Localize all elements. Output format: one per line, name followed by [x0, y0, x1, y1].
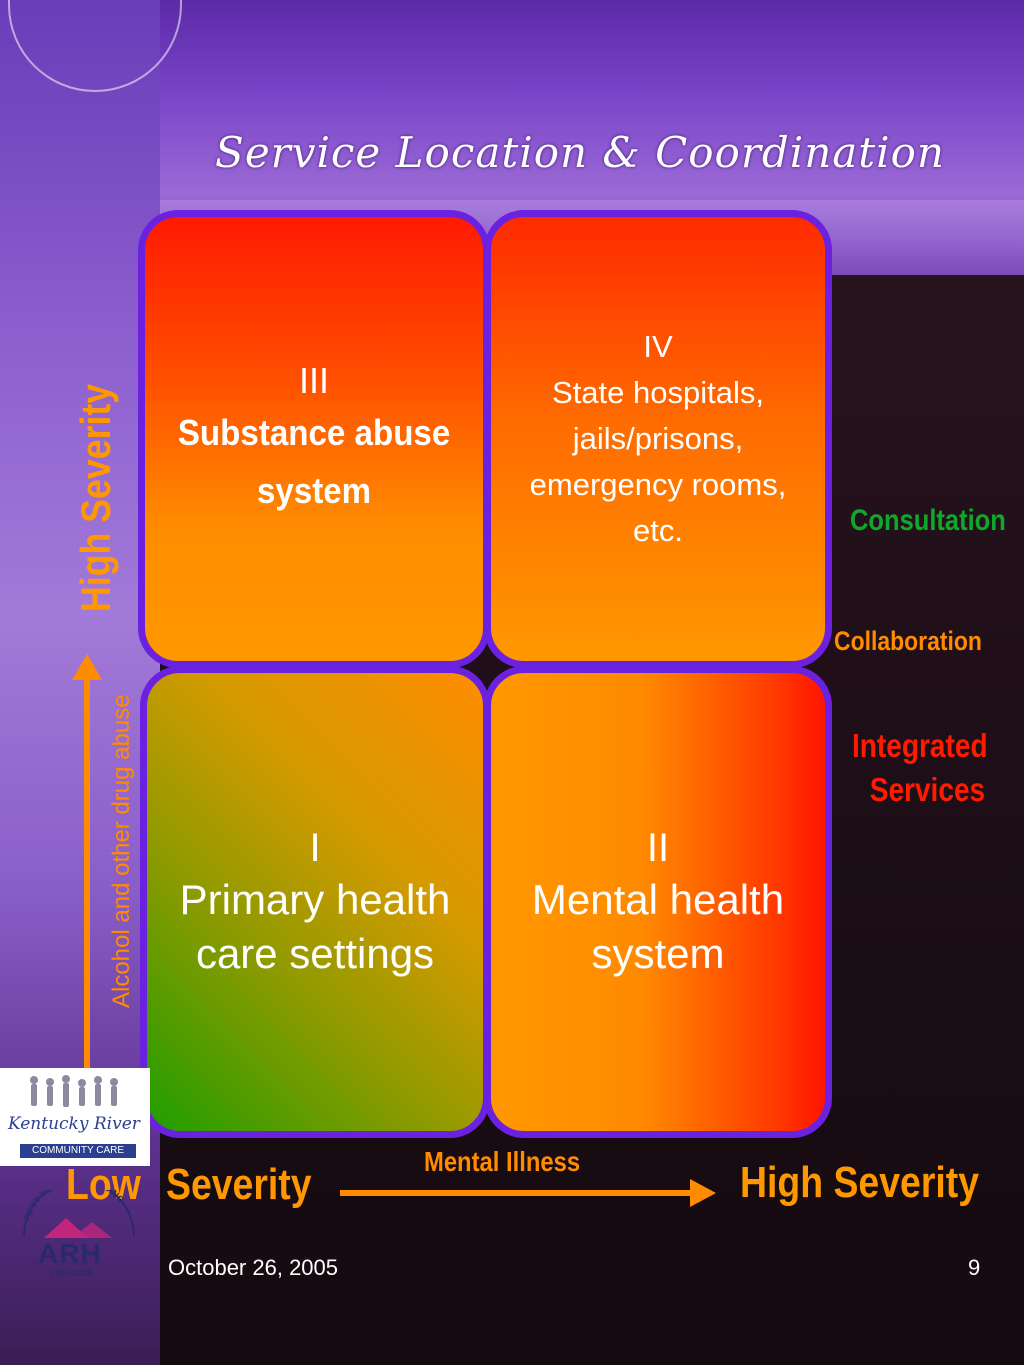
- quadrant-ii-numeral: II: [646, 826, 670, 870]
- quadrant-iv-line3: emergency rooms,: [529, 467, 787, 502]
- quadrant-ii-line2: system: [591, 930, 725, 977]
- community-care-banner: COMMUNITY CARE: [20, 1144, 136, 1158]
- x-axis-low-severity: Severity: [166, 1160, 312, 1209]
- page-number: 9: [968, 1255, 981, 1280]
- quadrant-iii-text-line1: Substance abuse: [177, 412, 451, 453]
- quadrant-iii: III Substance abuse system: [138, 210, 490, 668]
- up-arrow-icon: [72, 654, 102, 680]
- quadrant-iv-numeral: IV: [643, 329, 673, 364]
- svg-text:FIFTY YEARS & GROWING: FIFTY YEARS & GROWING: [22, 1190, 126, 1222]
- quadrant-iv-line2: jails/prisons,: [572, 421, 744, 456]
- quadrant-ii-line1: Mental health: [531, 876, 785, 923]
- quadrant-ii: II Mental health system: [484, 666, 832, 1138]
- quadrant-iv-line1: State hospitals,: [552, 375, 764, 410]
- integrated-line1: Integrated: [852, 727, 988, 764]
- quadrant-i-line1: Primary health: [179, 876, 451, 923]
- x-axis-high-severity: High Severity: [740, 1158, 980, 1207]
- arh-wordmark: ARH: [38, 1238, 102, 1269]
- consultation-label: Consultation: [850, 504, 1006, 537]
- people-figures-icon: [30, 1075, 118, 1107]
- quadrant-i-numeral: I: [309, 826, 321, 870]
- arh-motto: FIFTY YEARS & GROWING: [22, 1190, 126, 1222]
- footer-date: October 26, 2005: [168, 1255, 339, 1280]
- x-axis-low-prefix: Low: [66, 1160, 141, 1209]
- slide-title: Service Location & Coordination: [215, 128, 945, 177]
- kentucky-river-wordmark: Kentucky River: [8, 1114, 140, 1134]
- quadrant-iii-text-line2: system: [256, 470, 372, 511]
- integrated-line2: Services: [869, 771, 986, 808]
- y-axis-label: Alcohol and other drug abuse: [108, 694, 135, 1008]
- x-axis-label: Mental Illness: [424, 1146, 581, 1177]
- integrated-services-label: Integrated Services: [852, 724, 988, 812]
- quadrant-iv: IV State hospitals, jails/prisons, emerg…: [484, 210, 832, 668]
- right-arrow-icon: [690, 1179, 716, 1207]
- arh-years: 1956-2006: [50, 1268, 94, 1278]
- quadrant-i-line2: care settings: [195, 930, 435, 977]
- collaboration-label: Collaboration: [834, 626, 982, 656]
- y-axis-high-severity-label: High Severity: [72, 383, 119, 612]
- quadrant-iv-line4: etc.: [633, 513, 683, 548]
- horizontal-arrow-shaft: [340, 1190, 692, 1196]
- quadrant-iii-numeral: III: [298, 360, 329, 401]
- arh-logo-icon: FIFTY YEARS & GROWING: [22, 1190, 135, 1238]
- vertical-arrow-shaft: [84, 676, 90, 1086]
- quadrant-i: I Primary health care settings: [140, 666, 490, 1138]
